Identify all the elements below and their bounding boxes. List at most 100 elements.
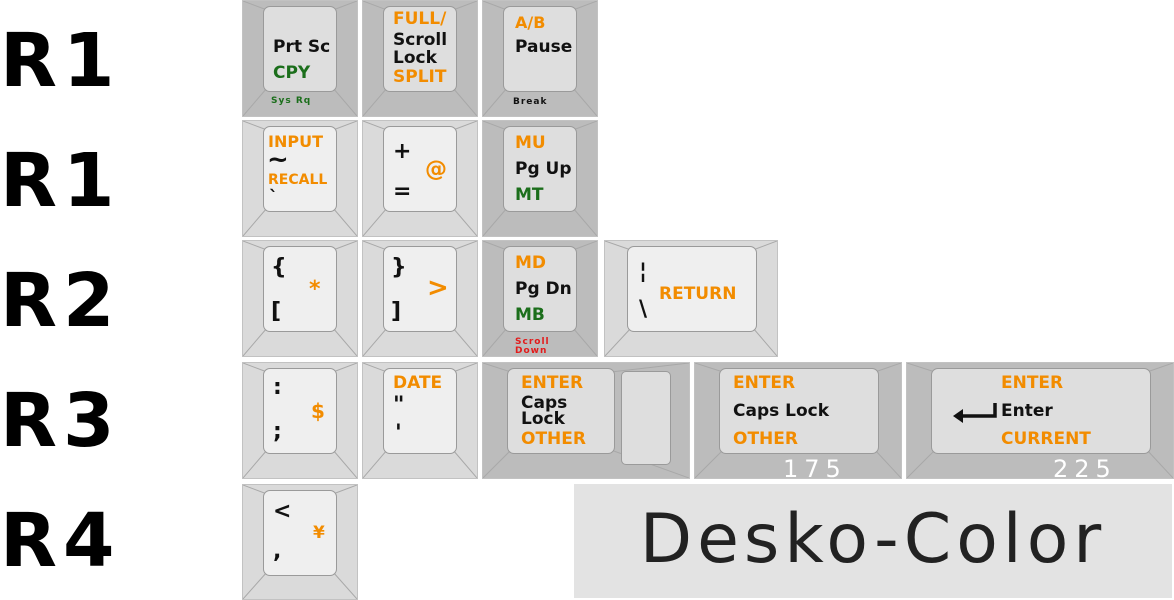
legend-main: Prt Sc: [273, 37, 331, 57]
legend-top: MD: [515, 253, 547, 273]
legend-base: `: [269, 187, 278, 208]
key-bevel-lines: [363, 121, 477, 236]
keycap-top: [383, 126, 457, 212]
keycap-top: [263, 368, 337, 454]
row-label-3: R2: [0, 258, 121, 344]
keycap-top: [263, 6, 337, 92]
legend-shift: ": [393, 393, 405, 418]
legend-bottom-1: Scroll: [515, 337, 550, 347]
legend-alt: MB: [515, 305, 545, 325]
brand-banner: Desko-Color: [574, 484, 1172, 598]
legend-shift: {: [271, 255, 287, 280]
key-prtsc[interactable]: Prt Sc CPY Sys Rq: [242, 0, 358, 117]
key-bevel-lines: [695, 363, 901, 478]
legend-fn: $: [311, 399, 325, 423]
keycap-top: [503, 126, 577, 212]
keycap-top: [263, 490, 337, 576]
legend-shift: }: [391, 255, 407, 280]
row-label-4: R3: [0, 378, 121, 464]
legend-bottom: CURRENT: [1001, 429, 1091, 449]
legend-base: ]: [391, 299, 402, 324]
keycap-top: [503, 246, 577, 332]
legend-alt: MT: [515, 185, 544, 205]
legend-main: Enter: [1001, 401, 1053, 421]
keycap-top: [383, 246, 457, 332]
legend-shift: ¦: [639, 259, 648, 284]
row-label-2: R1: [0, 138, 121, 224]
row-label-5: R4: [0, 498, 121, 584]
legend-bottom-2: Down: [515, 346, 548, 356]
legend-fn: *: [309, 277, 321, 302]
legend-bottom: SPLIT: [393, 67, 447, 87]
keycap-top: [383, 368, 457, 454]
key-left-bracket[interactable]: { * [: [242, 240, 358, 357]
legend-main-2: Lock: [521, 409, 565, 429]
key-semicolon[interactable]: : $ ;: [242, 362, 358, 479]
legend-top: MU: [515, 133, 546, 153]
legend-main-1: Scroll: [393, 30, 448, 50]
legend-main-1: Caps: [521, 393, 568, 413]
legend-fn: ¥: [313, 523, 325, 543]
legend-bottom: Sys Rq: [271, 96, 312, 106]
key-size-label: 175: [783, 455, 847, 479]
legend-main: Caps Lock: [733, 401, 830, 421]
legend-top: ENTER: [733, 373, 796, 393]
enter-arrow-icon: [953, 403, 997, 423]
key-tilde[interactable]: INPUT ~ RECALL `: [242, 120, 358, 237]
legend-shift: <: [273, 499, 292, 524]
legend-shift: :: [273, 375, 282, 400]
legend-shift: ~: [267, 145, 289, 175]
legend-shift: +: [393, 139, 412, 164]
legend-fn: >: [427, 273, 449, 303]
key-equal[interactable]: + @ =: [362, 120, 478, 237]
key-enter-225[interactable]: ENTER Enter CURRENT 225: [906, 362, 1174, 479]
keycap-top: [719, 368, 879, 454]
legend-top: A/B: [515, 13, 546, 32]
brand-name: Desko-Color: [639, 500, 1107, 579]
keycap-top: [931, 368, 1151, 454]
legend-top: ENTER: [1001, 373, 1064, 393]
legend-alt: CPY: [273, 63, 311, 83]
keycap-top: [627, 246, 757, 332]
legend-fn: RECALL: [268, 172, 328, 188]
legend-bottom: OTHER: [521, 429, 586, 449]
keycap-top: [263, 246, 337, 332]
keycap-top: [507, 368, 615, 454]
legend-top: INPUT: [268, 132, 323, 151]
key-backslash[interactable]: ¦ \ RETURN: [604, 240, 778, 357]
legend-main: Pause: [515, 37, 573, 57]
legend-fn: @: [425, 157, 447, 182]
key-scroll-lock[interactable]: FULL/ Scroll Lock SPLIT: [362, 0, 478, 117]
key-bevel-lines: [363, 1, 477, 116]
keycap-stepped-block: [621, 371, 671, 465]
key-size-label: 225: [1053, 455, 1117, 479]
keycap-top: [503, 6, 577, 92]
legend-main-2: Lock: [393, 48, 437, 68]
key-bevel-lines: [483, 121, 597, 236]
legend-main: Pg Up: [515, 159, 572, 179]
key-pause[interactable]: A/B Pause Break: [482, 0, 598, 117]
legend-top: ENTER: [521, 373, 584, 393]
key-quote[interactable]: DATE " ': [362, 362, 478, 479]
row-label-1: R1: [0, 18, 121, 104]
key-pgdn[interactable]: MD Pg Dn MB Scroll Down: [482, 240, 598, 357]
legend-top: FULL/: [393, 9, 447, 29]
key-caps-lock-175[interactable]: ENTER Caps Lock OTHER 175: [694, 362, 902, 479]
key-caps-lock-iso[interactable]: ENTER Caps Lock OTHER: [482, 362, 690, 479]
key-bevel-lines: [243, 121, 357, 236]
legend-base: \: [639, 297, 648, 322]
legend-base: [: [271, 299, 282, 324]
legend-base: =: [393, 179, 412, 204]
key-comma[interactable]: < ¥ ,: [242, 484, 358, 600]
legend-base: ': [395, 421, 402, 446]
legend-bottom: OTHER: [733, 429, 798, 449]
key-right-bracket[interactable]: } > ]: [362, 240, 478, 357]
key-bevel-lines: [907, 363, 1173, 478]
legend-fn: RETURN: [659, 284, 737, 304]
key-bevel-lines: [605, 241, 777, 356]
keycap-top: [383, 6, 457, 92]
legend-bottom: Break: [513, 97, 548, 107]
keycap-top: [263, 126, 337, 212]
legend-main: Pg Dn: [515, 279, 572, 299]
key-pgup[interactable]: MU Pg Up MT: [482, 120, 598, 237]
